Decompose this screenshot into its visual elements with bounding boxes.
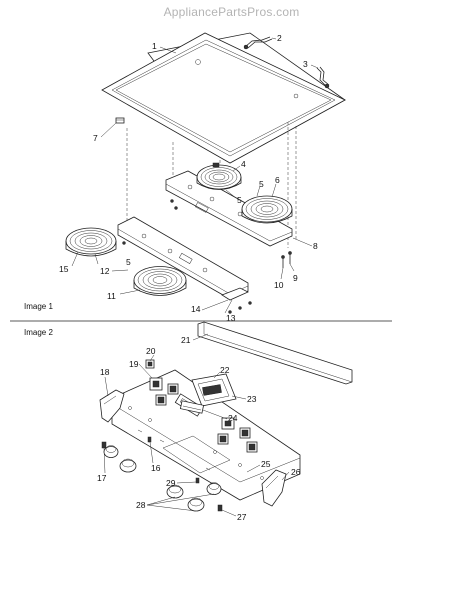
radiant-element-11 xyxy=(133,266,187,296)
callout-6: 6 xyxy=(275,175,280,185)
callout-18: 18 xyxy=(100,367,110,377)
mounting-clip-2 xyxy=(243,36,273,50)
callouts-image2: 21 20 19 18 22 23 24 25 26 16 17 29 28 2… xyxy=(97,335,301,522)
clip-7 xyxy=(115,117,125,124)
switch-modules xyxy=(149,377,258,453)
control-knobs xyxy=(103,445,222,512)
callout-24: 24 xyxy=(228,413,238,423)
callout-14: 14 xyxy=(191,304,201,314)
callout-22: 22 xyxy=(220,365,230,375)
radiant-element-6 xyxy=(241,195,293,224)
knob xyxy=(166,484,184,499)
callout-10: 10 xyxy=(274,280,284,290)
callout-16: 16 xyxy=(151,463,161,473)
callout-20: 20 xyxy=(146,346,156,356)
end-cap-26 xyxy=(261,469,287,507)
callout-9: 9 xyxy=(293,273,298,283)
bracket-14 xyxy=(221,287,249,301)
image2-label: Image 2 xyxy=(24,328,53,337)
callout-11: 11 xyxy=(107,291,116,301)
callout-12: 12 xyxy=(100,266,110,276)
callout-8: 8 xyxy=(313,241,318,251)
callout-28: 28 xyxy=(136,500,146,510)
callout-19: 19 xyxy=(129,359,139,369)
image1-label: Image 1 xyxy=(24,302,53,311)
callouts-image1: 1 2 3 7 4 5 5 6 8 9 10 5 12 15 11 14 13 xyxy=(59,33,318,323)
rear-burner-bracket xyxy=(165,170,293,247)
callout-5: 5 xyxy=(126,257,131,267)
callout-3: 3 xyxy=(303,59,308,69)
callout-23: 23 xyxy=(247,394,257,404)
leader-lines-image2 xyxy=(103,333,290,517)
knob xyxy=(187,497,205,512)
callout-29: 29 xyxy=(166,478,176,488)
callout-26: 26 xyxy=(291,467,301,477)
leader-lines-image1 xyxy=(71,37,319,314)
trim-strip-21 xyxy=(197,321,353,385)
knob xyxy=(206,482,222,495)
end-cap-18 xyxy=(99,389,125,423)
bracket-screws xyxy=(122,199,252,314)
callout-7: 7 xyxy=(93,133,98,143)
callout-5: 5 xyxy=(237,195,242,205)
radiant-element-4 xyxy=(196,162,242,190)
callout-25: 25 xyxy=(261,459,271,469)
module-24 xyxy=(179,400,205,414)
callout-27: 27 xyxy=(237,512,247,522)
screws-9-10 xyxy=(281,251,292,268)
mounting-clip-3 xyxy=(316,66,330,89)
callout-4: 4 xyxy=(241,159,246,169)
callout-5: 5 xyxy=(259,179,264,189)
radiant-element-15 xyxy=(65,227,117,257)
knob xyxy=(119,458,137,473)
callout-1: 1 xyxy=(152,41,157,51)
display-board-22 xyxy=(191,373,237,407)
knob xyxy=(103,445,119,458)
cooktop-glass-top xyxy=(101,32,346,164)
small-hardware xyxy=(101,436,223,512)
watermark: AppliancePartsPros.com xyxy=(163,5,300,19)
callout-13: 13 xyxy=(226,313,236,323)
callout-21: 21 xyxy=(181,335,191,345)
callout-2: 2 xyxy=(277,33,282,43)
callout-17: 17 xyxy=(97,473,107,483)
callout-15: 15 xyxy=(59,264,69,274)
indicator-20 xyxy=(145,359,155,369)
